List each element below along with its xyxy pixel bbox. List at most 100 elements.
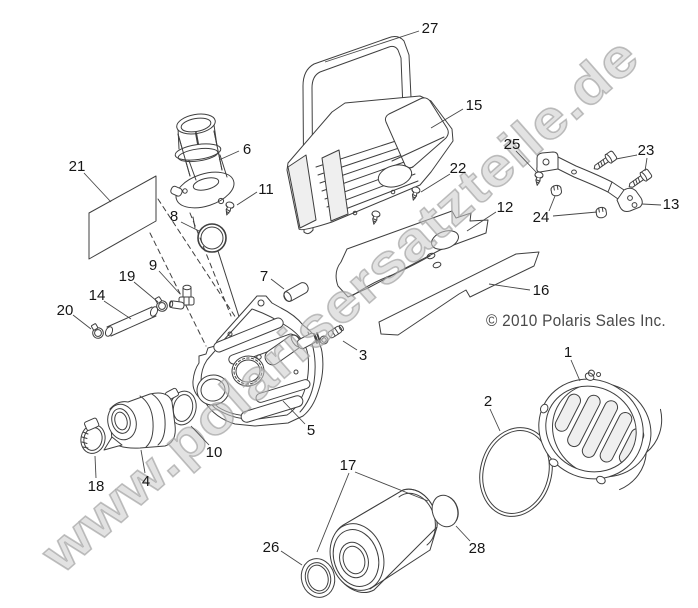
callout-label: 14 [89, 287, 106, 304]
leader-line [316, 472, 350, 553]
part-11-screw-drawing [222, 200, 236, 217]
leader-line [644, 157, 648, 172]
callout-label: 16 [533, 282, 550, 299]
leader-line [218, 150, 240, 161]
part-15-cover-drawing [286, 95, 454, 231]
callout-label: 28 [469, 540, 486, 557]
part-18-clamp-drawing [80, 417, 106, 454]
leader-line [83, 172, 112, 203]
callout-label: 24 [533, 209, 550, 226]
callout-11: 11 [236, 181, 274, 206]
leader-line [342, 340, 358, 351]
leader-line [140, 449, 146, 474]
diagram-artwork [80, 36, 663, 598]
callout-17: 17 [316, 457, 429, 553]
leader-line [641, 203, 662, 206]
leader-line [570, 359, 581, 382]
callout-20: 20 [57, 302, 92, 330]
callout-5: 5 [282, 400, 315, 439]
leader-line [94, 455, 97, 479]
leader-line [72, 314, 92, 330]
leader-line [103, 300, 132, 320]
callout-13: 13 [641, 196, 680, 213]
callout-label: 10 [206, 444, 223, 461]
leader-line [324, 30, 420, 63]
callout-8: 8 [170, 208, 200, 232]
leader-line [552, 211, 598, 217]
part-10-clamp-drawing [165, 387, 197, 426]
part-4-boot-drawing [103, 392, 176, 451]
callout-label: 7 [260, 268, 268, 285]
callout-15: 15 [430, 97, 483, 129]
leader-line [190, 425, 210, 446]
callout-16: 16 [488, 282, 550, 299]
leader-line [515, 150, 538, 174]
callout-27: 27 [324, 20, 439, 63]
part-26-seal-drawing [300, 558, 336, 598]
part-3-fitting-drawing [319, 324, 344, 345]
callout-label: 21 [69, 158, 86, 175]
leader-line [420, 173, 451, 193]
callout-label: 13 [663, 196, 680, 213]
leader-line [236, 191, 258, 206]
leader-line [270, 278, 285, 290]
leader-line [133, 281, 159, 303]
callout-label: 18 [88, 478, 105, 495]
callout-9: 9 [149, 257, 181, 295]
part-2-oring-drawing [479, 427, 553, 517]
callout-label: 5 [307, 422, 315, 439]
callout-label: 17 [340, 457, 357, 474]
callout-4: 4 [140, 449, 150, 490]
part-1-cover-drawing [538, 369, 663, 491]
callout-label: 26 [263, 539, 280, 556]
callout-label: 3 [359, 347, 367, 364]
callout-25: 25 [504, 136, 538, 174]
callout-3: 3 [342, 340, 367, 364]
callout-18: 18 [88, 455, 105, 495]
callout-label: 12 [497, 199, 514, 216]
part-5-airbox-drawing [192, 295, 324, 427]
callout-label: 11 [258, 181, 274, 198]
callout-2: 2 [484, 393, 501, 432]
part-24-nut-a-drawing [549, 184, 563, 198]
part-16-strip-drawing [378, 251, 540, 336]
callout-label: 4 [142, 473, 150, 490]
part-7-plug-drawing [283, 282, 309, 302]
callout-label: 9 [149, 257, 157, 274]
part-13-bracket-drawing [536, 151, 643, 212]
part-23-bolt-b-drawing [625, 167, 654, 192]
callout-1: 1 [564, 344, 581, 382]
leader-line [282, 400, 306, 425]
callout-label: 27 [422, 20, 439, 37]
leader-line [280, 550, 303, 566]
part-6-snorkel-drawing [170, 113, 235, 229]
callout-7: 7 [260, 268, 285, 290]
copyright-text: © 2010 Polaris Sales Inc. [486, 311, 666, 330]
part-20-clamp-drawing [90, 321, 105, 340]
callout-label: 23 [638, 142, 655, 159]
part-23-bolt-a-drawing [590, 149, 619, 174]
leader-line [548, 195, 556, 212]
callout-label: 15 [466, 97, 483, 114]
part-28-cap-drawing [431, 494, 459, 528]
part-21-panel-drawing [88, 175, 157, 260]
part-12-panel-drawing [335, 210, 489, 298]
callout-24: 24 [533, 195, 598, 226]
callouts-layer: 27 15 6 11 21 8 22 12 25 23 [57, 20, 680, 566]
callout-10: 10 [190, 425, 223, 461]
callout-23: 23 [615, 142, 655, 172]
part-22-screw-b-drawing [369, 209, 382, 226]
leader-line [489, 408, 501, 432]
callout-28: 28 [455, 525, 486, 557]
callout-6: 6 [218, 141, 251, 161]
leader-line [615, 154, 638, 160]
callout-19: 19 [119, 268, 159, 303]
leader-line [354, 471, 429, 502]
leader-line [455, 525, 471, 542]
callout-label: 22 [450, 160, 467, 177]
callout-label: 25 [504, 136, 521, 153]
part-9-elbow-drawing [168, 284, 195, 310]
part-25-screw-drawing [532, 170, 544, 187]
